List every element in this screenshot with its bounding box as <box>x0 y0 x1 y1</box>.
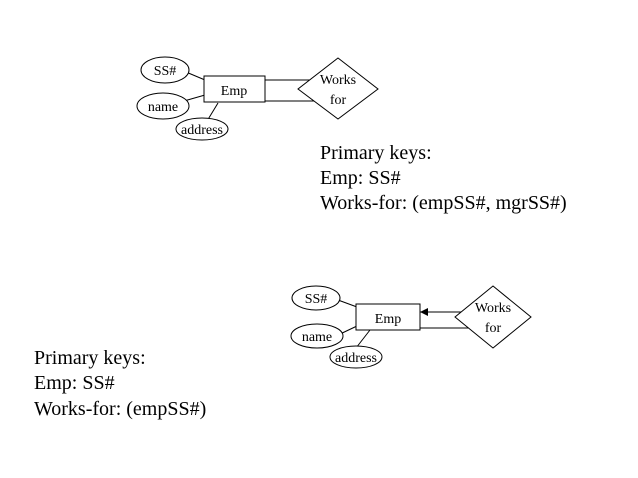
er-diagram-1: SS# name address Emp Works for Primary k… <box>136 56 567 214</box>
attribute-name-ellipse <box>290 323 344 349</box>
name-connector <box>183 94 206 102</box>
relationship-label-line1: Works <box>320 73 356 88</box>
attribute-address-label: address <box>335 351 377 366</box>
attribute-ssn-label: SS# <box>154 64 177 79</box>
attribute-name-label: name <box>302 330 332 345</box>
attribute-address-ellipse <box>329 345 383 369</box>
attribute-ssn-ellipse <box>140 56 190 84</box>
relationship-works-for-diamond <box>297 57 379 120</box>
works-for-key-note: Works-for: (empSS#) <box>34 398 206 420</box>
attribute-name-ellipse <box>136 92 190 120</box>
attribute-ssn-label: SS# <box>305 292 328 307</box>
emp-key-note: Emp: SS# <box>320 167 401 189</box>
attribute-ssn-ellipse <box>291 285 341 311</box>
attribute-name-label: name <box>148 100 178 115</box>
entity-emp-box <box>203 75 266 103</box>
primary-keys-heading: Primary keys: <box>34 347 146 369</box>
entity-emp-box <box>355 303 421 331</box>
relationship-label-line2: for <box>330 93 347 108</box>
relationship-works-for-diamond <box>454 285 532 349</box>
ssn-connector <box>185 71 206 81</box>
primary-keys-heading: Primary keys: <box>320 142 432 164</box>
works-for-key-note: Works-for: (empSS#, mgrSS#) <box>320 192 567 214</box>
entity-emp-label: Emp <box>375 312 401 327</box>
ssn-connector <box>337 299 358 308</box>
relationship-label-line2: for <box>485 321 502 336</box>
entity-emp-label: Emp <box>221 84 247 99</box>
relationship-label-line1: Works <box>475 301 511 316</box>
attribute-address-ellipse <box>175 117 229 141</box>
attribute-address-label: address <box>181 123 223 138</box>
emp-key-note: Emp: SS# <box>34 372 115 394</box>
address-connector <box>355 329 371 349</box>
er-diagram-2: SS# name address Emp Works for Primary k… <box>34 285 532 420</box>
